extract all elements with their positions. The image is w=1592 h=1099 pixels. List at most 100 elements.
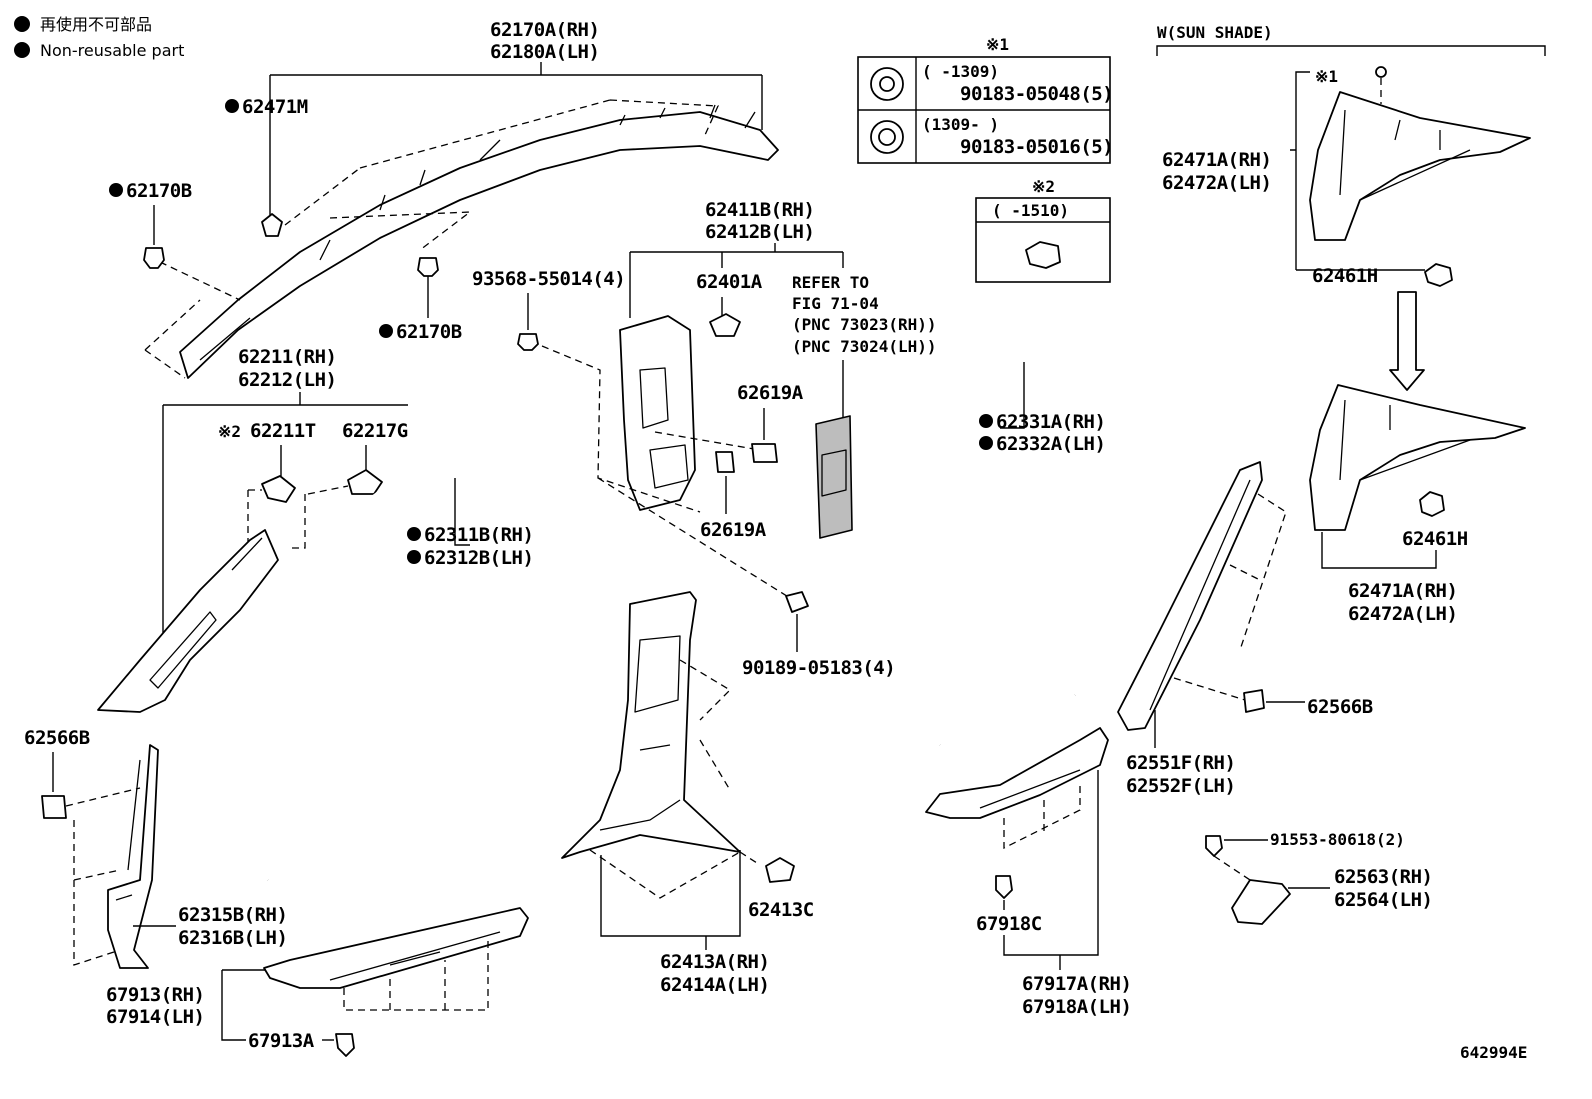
- pillar-detail: [599, 635, 681, 831]
- label-62332A[interactable]: 62332A(LH): [996, 433, 1106, 455]
- dashed-assembly-lines: [144, 99, 719, 379]
- label-62212[interactable]: 62212(LH): [238, 369, 337, 391]
- label-62413A[interactable]: 62413A(RH): [660, 951, 770, 973]
- center-pillar-lower-garnish: [561, 591, 741, 859]
- nut-icon: [1375, 66, 1387, 78]
- leader-line: [162, 392, 408, 650]
- label-62211[interactable]: 62211(RH): [238, 346, 337, 368]
- label-62566B-right[interactable]: 62566B: [1307, 696, 1373, 718]
- label-62331A[interactable]: 62331A(RH): [996, 411, 1106, 433]
- clip-90189: [785, 591, 809, 613]
- label-62566B-left[interactable]: 62566B: [24, 727, 90, 749]
- label-62412B[interactable]: 62412B(LH): [705, 221, 815, 243]
- leader-line: [629, 243, 844, 318]
- label-62563[interactable]: 62563(RH): [1334, 866, 1433, 888]
- label-62315B[interactable]: 62315B(RH): [178, 904, 288, 926]
- label-62170B-left[interactable]: 62170B: [126, 180, 192, 202]
- figure-code: 642994E: [1460, 1043, 1527, 1062]
- label-62312B[interactable]: 62312B(LH): [424, 547, 534, 569]
- bracket-group: 91553-80618(2) 62563(RH) 62564(LH): [1205, 830, 1433, 925]
- label-90189[interactable]: 90189-05183(4): [742, 657, 896, 679]
- non-reusable-dot-icon: [14, 16, 30, 32]
- note1-row2-part[interactable]: 90183-05016(5): [960, 136, 1114, 158]
- label-62180A[interactable]: 62180A(LH): [490, 41, 600, 63]
- refer-line4: (PNC 73024(LH)): [792, 337, 937, 356]
- clip-62461H-bottom: [1419, 491, 1445, 517]
- label-62619A-top[interactable]: 62619A: [737, 382, 804, 404]
- non-reusable-dot-icon: [979, 436, 993, 450]
- clip-67918C: [995, 875, 1013, 899]
- label-62461H-bottom[interactable]: 62461H: [1402, 528, 1468, 550]
- label-62211T[interactable]: 62211T: [250, 420, 316, 442]
- clip-62619A-top: [751, 443, 778, 463]
- label-62217G[interactable]: 62217G: [342, 420, 408, 442]
- label-62401A[interactable]: 62401A: [696, 271, 763, 293]
- label-62414A[interactable]: 62414A(LH): [660, 974, 770, 996]
- leader-line: [280, 445, 367, 476]
- refer-line1: REFER TO: [792, 273, 869, 292]
- note1-box: ※1 ( -1309) 90183-05048(5) (1309- ) 9018…: [857, 35, 1114, 164]
- label-62413C[interactable]: 62413C: [748, 899, 814, 921]
- label-62471M[interactable]: 62471M: [242, 96, 308, 118]
- dashed-assembly-lines: [589, 659, 761, 899]
- note2-range: ( -1510): [992, 201, 1069, 220]
- label-67913A[interactable]: 67913A: [248, 1030, 315, 1052]
- label-62472A-bottom[interactable]: 62472A(LH): [1348, 603, 1458, 625]
- legend-jp: 再使用不可部品: [40, 15, 152, 34]
- label-93568[interactable]: 93568-55014(4): [472, 268, 626, 290]
- legend: 再使用不可部品 Non-reusable part: [14, 15, 184, 60]
- clip-62217G: [347, 469, 383, 495]
- label-62564[interactable]: 62564(LH): [1334, 889, 1433, 911]
- label-91553[interactable]: 91553-80618(2): [1270, 830, 1405, 849]
- label-62170A[interactable]: 62170A(RH): [490, 19, 600, 41]
- dashed-assembly-lines: [343, 940, 489, 1011]
- clip-62471M: [261, 213, 283, 237]
- label-62461H-top[interactable]: 62461H: [1312, 265, 1378, 287]
- label-62311B[interactable]: 62311B(RH): [424, 524, 534, 546]
- label-62472A-top[interactable]: 62472A(LH): [1162, 172, 1272, 194]
- label-62471A-top[interactable]: 62471A(RH): [1162, 149, 1272, 171]
- label-67918C[interactable]: 67918C: [976, 913, 1042, 935]
- screw-93568: [517, 333, 539, 351]
- bracket-62563: [1231, 879, 1291, 925]
- label-62552F[interactable]: 62552F(LH): [1126, 775, 1236, 797]
- label-62471A-bottom[interactable]: 62471A(RH): [1348, 580, 1458, 602]
- rear-scuff-plate: [925, 727, 1109, 819]
- seat-belt-anchor-cover: [815, 415, 853, 539]
- non-reusable-dot-icon: [979, 414, 993, 428]
- quarter-pillar-lower-group: 62566B 62551F(RH) 62552F(LH): [1117, 461, 1373, 797]
- front-scuff-plate: [263, 907, 529, 989]
- dashed-assembly-line: [1213, 855, 1251, 881]
- anchor-detail: [821, 449, 847, 497]
- clip-62566B-right: [1243, 689, 1265, 713]
- front-pillar-group: 62211(RH) 62212(LH) ※2 62211T 62217G: [97, 346, 408, 713]
- label-67913[interactable]: 67913(RH): [106, 984, 205, 1006]
- rear-door-opening-trim: 62331A(RH) 62332A(LH): [907, 351, 1179, 747]
- roof-side-rail-group: 62170A(RH) 62180A(LH) 62471M 62170B 6217…: [109, 19, 779, 379]
- label-67918A[interactable]: 67918A(LH): [1022, 996, 1132, 1018]
- dashed-assembly-lines: [1173, 493, 1287, 701]
- label-67914[interactable]: 67914(LH): [106, 1006, 205, 1028]
- non-reusable-dot-icon: [379, 324, 393, 338]
- scuff-detail: [979, 769, 1081, 809]
- non-reusable-dot-icon: [407, 527, 421, 541]
- quarter-trim-with-shade: [1309, 91, 1531, 241]
- label-62316B[interactable]: 62316B(LH): [178, 927, 288, 949]
- cowl-side-trim: [107, 744, 159, 969]
- label-62170B-right[interactable]: 62170B: [396, 321, 462, 343]
- note1-row1-part[interactable]: 90183-05048(5): [960, 83, 1114, 105]
- center-pillar-upper-garnish: [619, 315, 696, 511]
- label-62619A-bottom[interactable]: 62619A: [700, 519, 767, 541]
- leader-line: [269, 62, 763, 215]
- note1-row1-range: ( -1309): [922, 62, 999, 81]
- refer-line2: FIG 71-04: [792, 294, 879, 313]
- leader-line: [1003, 770, 1099, 956]
- center-pillar-lower-group: 62413C 62413A(RH) 62414A(LH): [561, 591, 814, 996]
- dashed-assembly-lines: [65, 787, 141, 966]
- label-67917A[interactable]: 67917A(RH): [1022, 973, 1132, 995]
- refer-line3: (PNC 73023(RH)): [792, 315, 937, 334]
- label-62411B[interactable]: 62411B(RH): [705, 199, 815, 221]
- label-62551F[interactable]: 62551F(RH): [1126, 752, 1236, 774]
- clip-67913A: [335, 1033, 355, 1057]
